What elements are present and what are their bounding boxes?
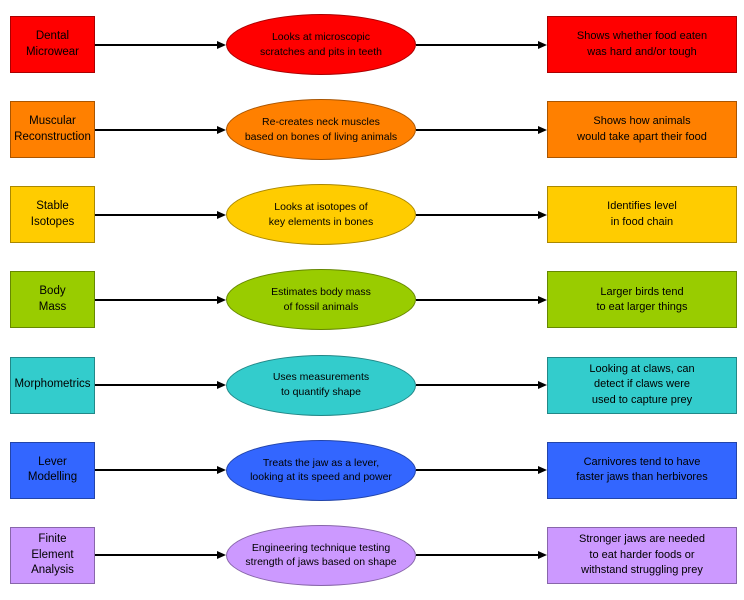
arrow-icon <box>416 381 547 390</box>
row-body-mass: Body Mass Estimates body mass of fossil … <box>10 257 737 342</box>
arrowhead-icon <box>217 295 226 304</box>
row-muscular-reconstruction: Muscular Reconstruction Re-creates neck … <box>10 87 737 172</box>
arrowhead-icon <box>217 125 226 134</box>
row-dental-microwear: Dental Microwear Looks at microscopic sc… <box>10 2 737 87</box>
outcome-box: Carnivores tend to have faster jaws than… <box>547 441 737 499</box>
arrow-shaft <box>416 554 538 557</box>
arrow-shaft <box>95 213 217 216</box>
arrow-shaft <box>95 554 217 557</box>
outcome-box: Larger birds tend to eat larger things <box>547 271 737 329</box>
arrowhead-icon <box>217 40 226 49</box>
arrow-icon <box>416 210 547 219</box>
process-ellipse: Re-creates neck muscles based on bones o… <box>226 99 416 161</box>
arrow-shaft <box>95 384 217 387</box>
row-lever-modelling: Lever Modelling Treats the jaw as a leve… <box>10 428 737 513</box>
method-box: Muscular Reconstruction <box>10 101 95 159</box>
method-box: Body Mass <box>10 271 95 329</box>
arrow-shaft <box>416 469 538 472</box>
arrow-icon <box>416 40 547 49</box>
process-ellipse: Estimates body mass of fossil animals <box>226 269 416 331</box>
outcome-box: Shows whether food eaten was hard and/or… <box>547 16 737 74</box>
arrow-shaft <box>95 469 217 472</box>
arrow-shaft <box>95 128 217 131</box>
arrow-shaft <box>95 43 217 46</box>
arrow-icon <box>416 466 547 475</box>
process-ellipse: Treats the jaw as a lever, looking at it… <box>226 439 416 501</box>
row-stable-isotopes: Stable Isotopes Looks at isotopes of key… <box>10 172 737 257</box>
row-finite-element-analysis: Finite Element Analysis Engineering tech… <box>10 513 737 598</box>
arrow-shaft <box>95 298 217 301</box>
arrowhead-icon <box>538 125 547 134</box>
arrow-shaft <box>416 384 538 387</box>
method-box: Dental Microwear <box>10 16 95 74</box>
arrow-icon <box>95 40 226 49</box>
outcome-box: Stronger jaws are needed to eat harder f… <box>547 526 737 584</box>
arrow-shaft <box>416 128 538 131</box>
arrowhead-icon <box>217 551 226 560</box>
outcome-box: Looking at claws, can detect if claws we… <box>547 356 737 414</box>
outcome-box: Shows how animals would take apart their… <box>547 101 737 159</box>
arrowhead-icon <box>538 210 547 219</box>
arrow-icon <box>95 125 226 134</box>
process-ellipse: Looks at microscopic scratches and pits … <box>226 14 416 76</box>
process-ellipse: Uses measurements to quantify shape <box>226 354 416 416</box>
arrowhead-icon <box>217 381 226 390</box>
arrowhead-icon <box>538 466 547 475</box>
arrowhead-icon <box>538 381 547 390</box>
arrow-icon <box>95 466 226 475</box>
arrow-icon <box>95 551 226 560</box>
arrowhead-icon <box>538 40 547 49</box>
arrow-icon <box>95 381 226 390</box>
arrow-icon <box>416 125 547 134</box>
method-box: Morphometrics <box>10 356 95 414</box>
method-box: Stable Isotopes <box>10 186 95 244</box>
arrowhead-icon <box>217 210 226 219</box>
arrow-icon <box>95 295 226 304</box>
method-box: Lever Modelling <box>10 441 95 499</box>
row-morphometrics: Morphometrics Uses measurements to quant… <box>10 343 737 428</box>
arrowhead-icon <box>538 295 547 304</box>
arrow-icon <box>95 210 226 219</box>
process-ellipse: Engineering technique testing strength o… <box>226 524 416 586</box>
arrow-icon <box>416 551 547 560</box>
arrow-shaft <box>416 43 538 46</box>
method-box: Finite Element Analysis <box>10 526 95 584</box>
arrow-icon <box>416 295 547 304</box>
outcome-box: Identifies level in food chain <box>547 186 737 244</box>
arrowhead-icon <box>538 551 547 560</box>
arrow-shaft <box>416 298 538 301</box>
arrow-shaft <box>416 213 538 216</box>
arrowhead-icon <box>217 466 226 475</box>
process-ellipse: Looks at isotopes of key elements in bon… <box>226 184 416 246</box>
